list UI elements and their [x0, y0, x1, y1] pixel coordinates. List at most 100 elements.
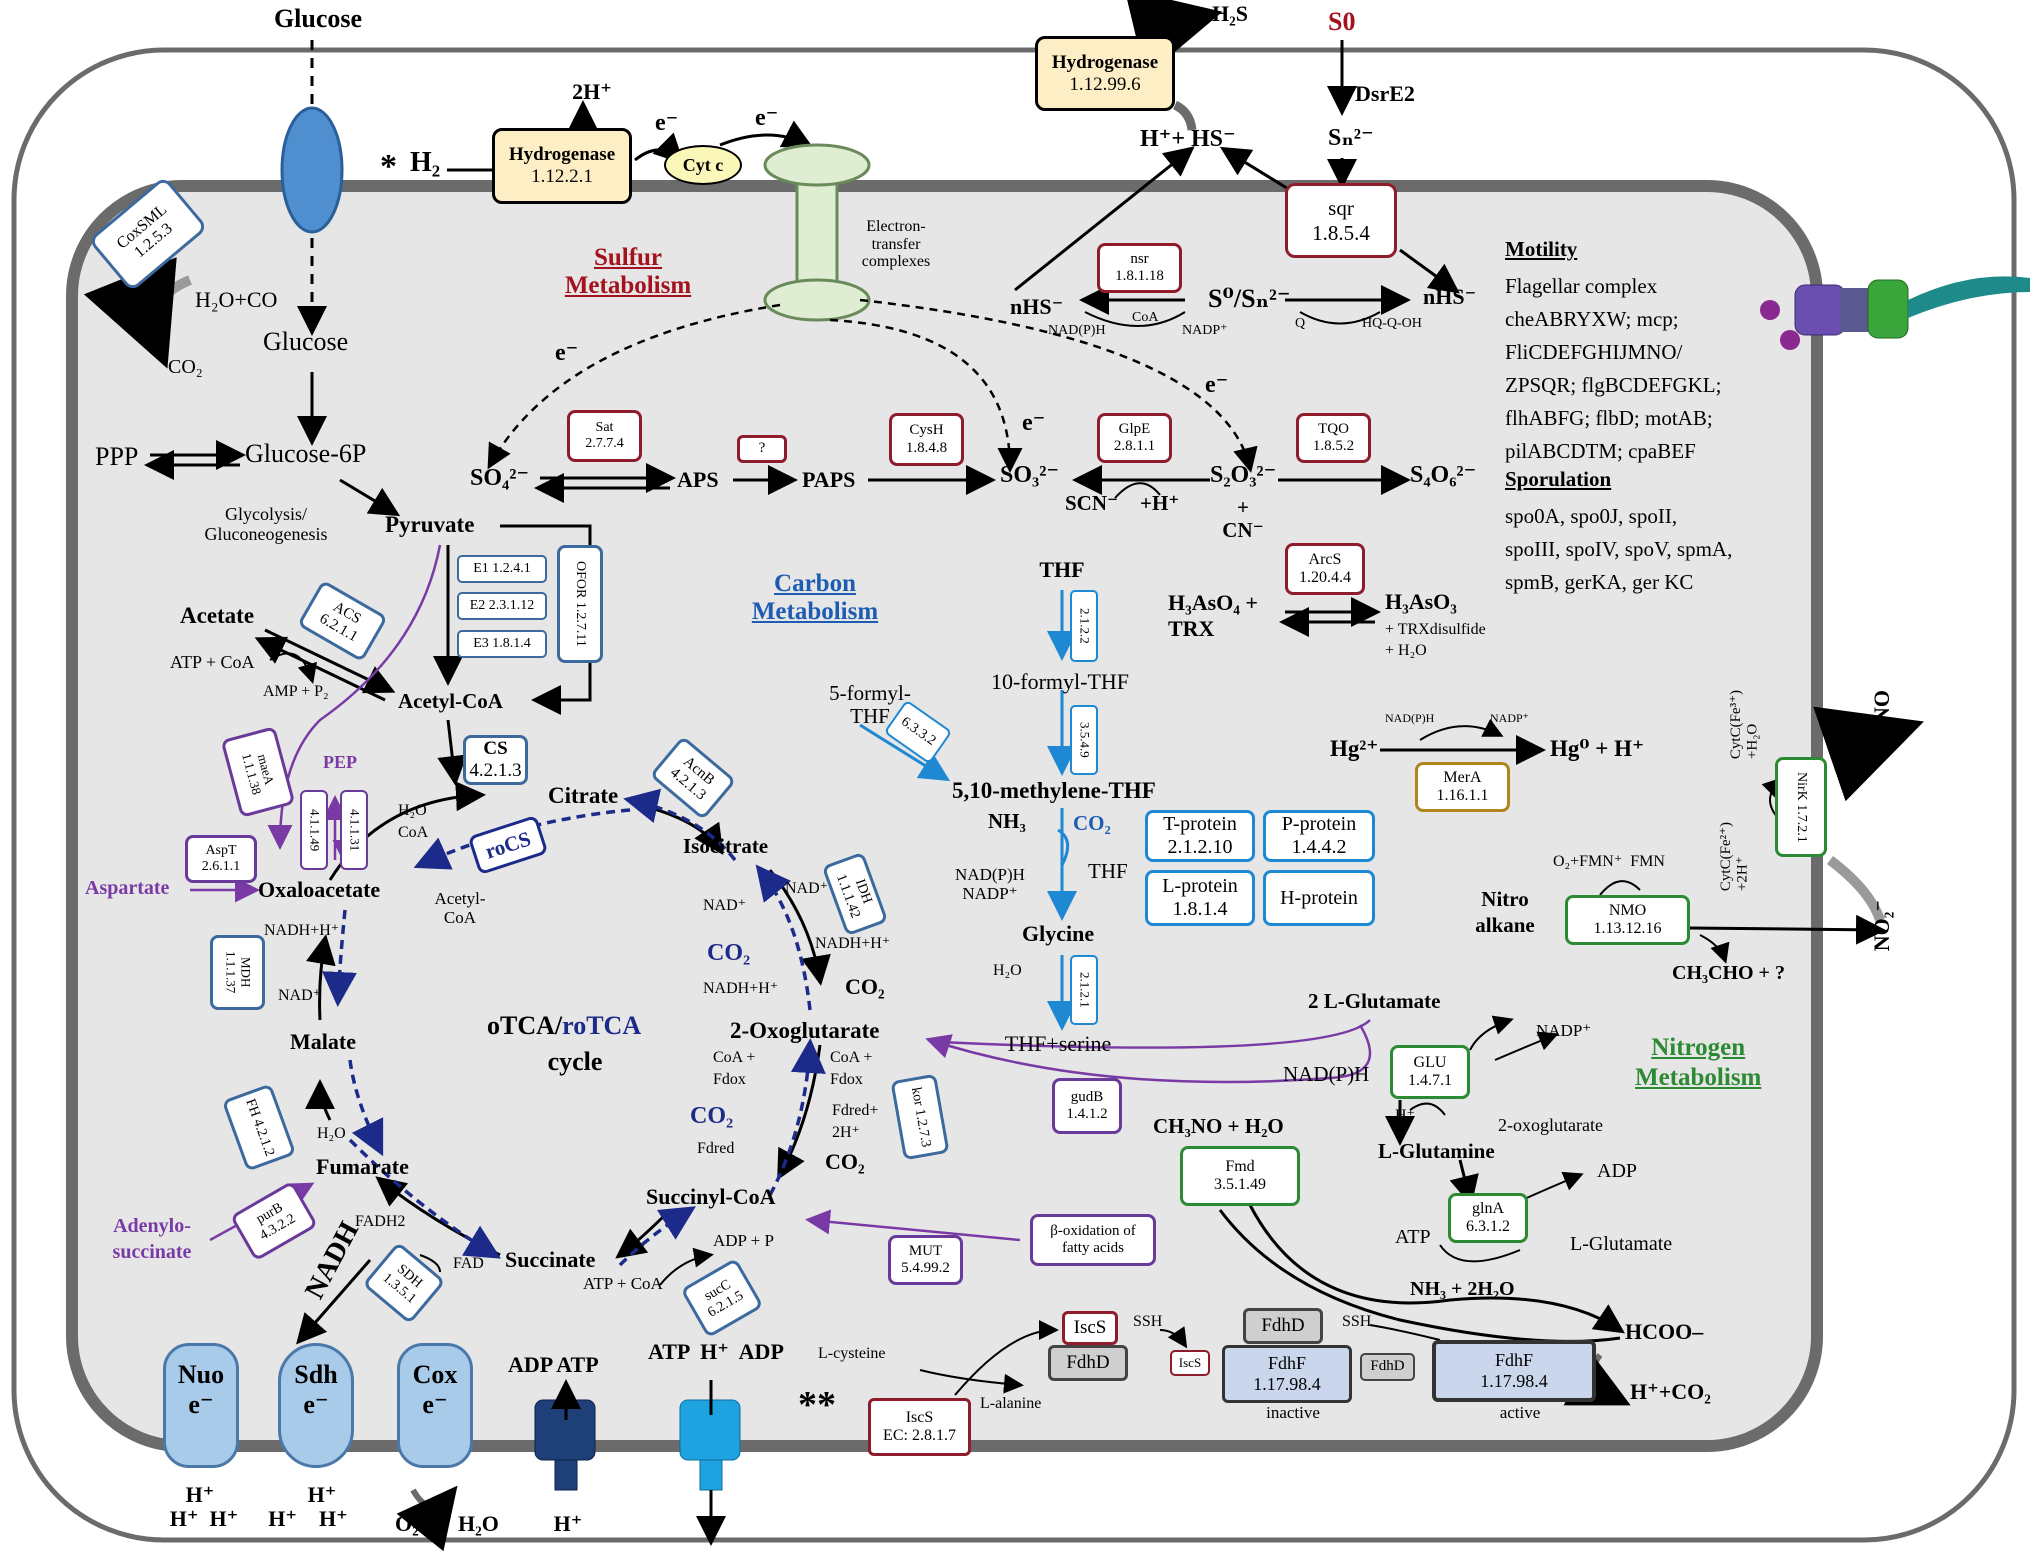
formyl-5-thf: 5-formyl- THF — [829, 681, 911, 729]
glucose-6p: Glucose-6P — [245, 439, 367, 468]
enzyme-4149-ec: 4.1.1.49 — [307, 808, 323, 852]
etc-top — [763, 143, 871, 187]
tqo-ec: 1.8.5.2 — [1312, 438, 1355, 454]
iscs-complex-label: IscS — [1073, 1317, 1107, 1339]
ppp: PPP — [95, 442, 139, 471]
glpe-enzyme: GlpE 2.8.1.1 — [1097, 413, 1172, 463]
motility-line: FliCDEFGHIJMNO/ — [1505, 340, 1683, 364]
arcs-enzyme: ArcS 1.20.4.4 — [1285, 543, 1365, 595]
succinyl-coa: Succinyl-CoA — [646, 1184, 776, 1209]
l-protein-ec: 1.8.1.4 — [1172, 898, 1228, 920]
o2-fmn: O₂+FMN⁺ FMN — [1553, 853, 1665, 870]
adp-glna: ADP — [1597, 1160, 1638, 1182]
cycle-label: cycle — [547, 1047, 603, 1076]
s0-label: S0 — [1328, 7, 1356, 36]
nirk-ec: 1.7.2.1 — [1794, 803, 1810, 843]
unknown-label: ? — [758, 440, 766, 457]
nadph-sulfur: NAD(P)H — [1048, 323, 1106, 338]
no-label: NO — [1869, 690, 1894, 723]
glpe-ec: 2.8.1.1 — [1113, 438, 1156, 454]
unknown-enzyme: ? — [737, 435, 787, 463]
rocs-name: roCS — [482, 826, 534, 864]
acetate: Acetate — [180, 603, 255, 628]
co2-kor: CO₂ — [825, 1149, 865, 1174]
sporulation-line: spoIII, spoIV, spoV, spmA, — [1505, 537, 1733, 561]
electron-5: e⁻ — [1205, 372, 1229, 398]
acetyl-coa-rocs: Acetyl- CoA — [434, 889, 486, 927]
sdh-complex-label: Sdh — [294, 1360, 338, 1389]
aps: APS — [677, 467, 719, 492]
adenylosuccinate: Adenylo- succinate — [112, 1215, 192, 1263]
mdh-enzyme: MDH 1.1.1.37 — [210, 935, 265, 1010]
fdhf-inactive: FdhF 1.17.98.4 — [1222, 1345, 1352, 1403]
h2o-glycine: H₂O — [993, 962, 1022, 979]
ch3no: CH₃NO + H₂O — [1153, 1114, 1284, 1138]
tqo-name: TQO — [1318, 420, 1349, 437]
o2-cox: O₂ — [395, 1511, 419, 1536]
l-glutamine: L-Glutamine — [1378, 1139, 1495, 1163]
maea-text: maeA 1.1.1.38 — [234, 732, 282, 811]
p-protein-ec: 1.4.4.2 — [1291, 836, 1347, 858]
cox-label: Cox — [412, 1360, 458, 1389]
mdh-text: MDH 1.1.1.37 — [223, 938, 254, 1007]
2-oxoglutarate: 2-Oxoglutarate — [730, 1018, 880, 1043]
cytochrome-c-label: Cyt c — [682, 154, 724, 175]
e3-enzyme: E3 1.8.1.4 — [457, 630, 547, 658]
enzyme-2121-ec: 2.1.2.1 — [1077, 972, 1093, 1008]
h-plus-scn: +H⁺ — [1140, 491, 1180, 515]
enzyme-2121: 2.1.2.1 — [1070, 955, 1098, 1025]
nadp-mera: NADP⁺ — [1490, 711, 1530, 725]
pep: PEP — [323, 752, 357, 772]
s0-sn-label: S⁰/Sₙ²⁻ — [1208, 284, 1291, 313]
fdhd-3-label: FdhD — [1370, 1358, 1405, 1375]
aspartate: Aspartate — [85, 877, 170, 899]
h-plus-nuo-2: H⁺ H⁺ — [169, 1506, 239, 1531]
formyl-10-thf: 10-formyl-THF — [990, 669, 1130, 694]
glucose-top: Glucose — [273, 4, 363, 33]
mera-name: MerA — [1443, 768, 1482, 786]
so4: SO₄²⁻ — [470, 465, 530, 491]
h2o-coa: H₂O CoA — [398, 802, 429, 841]
glucose-transporter — [280, 106, 344, 234]
fdhf-active-name: FdhF — [1494, 1350, 1534, 1371]
atp-glna: ATP — [1395, 1226, 1431, 1248]
fumarate: Fumarate — [316, 1154, 409, 1179]
arcs-name: ArcS — [1308, 550, 1342, 568]
sdh-electron: e⁻ — [303, 1390, 329, 1419]
sat-name: Sat — [595, 419, 614, 435]
ssh-1: SSH — [1133, 1313, 1163, 1330]
atp-coa: ATP + CoA — [170, 652, 255, 672]
sn2-label: Sₙ²⁻ — [1328, 125, 1374, 151]
coa-sulfur: CoA — [1132, 310, 1159, 325]
iscs-small-label: IscS — [1178, 1354, 1202, 1370]
glna-ec: 6.3.1.2 — [1466, 1218, 1510, 1235]
fdhf-inactive-name: FdhF — [1267, 1353, 1307, 1374]
p-protein: P-protein 1.4.4.2 — [1263, 810, 1375, 862]
etc-bottom — [763, 278, 871, 322]
nitroalkane: Nitro alkane — [1475, 887, 1535, 938]
glucose-inside: Glucose — [263, 327, 349, 356]
flagellar-motor — [1760, 276, 2030, 350]
nmo-ec: 1.13.12.16 — [1593, 920, 1662, 937]
nirk-name: NirK — [1794, 771, 1810, 801]
s4o6: S₄O₆²⁻ — [1410, 462, 1477, 488]
h-hs-label: H⁺+ HS⁻ — [1140, 126, 1236, 152]
fdhd-2: FdhD — [1243, 1308, 1323, 1344]
fdhf-inactive-ec: 1.17.98.4 — [1253, 1374, 1321, 1394]
fmd-name: Fmd — [1225, 1157, 1255, 1175]
tqo-enzyme: TQO 1.8.5.2 — [1296, 413, 1371, 463]
gudb-name: gudB — [1070, 1088, 1104, 1105]
sporulation-list: spo0A, spo0J, spoII, spoIII, spoIV, spoV… — [1505, 500, 1732, 599]
thf-enzyme: 2.1.2.2 — [1070, 590, 1098, 662]
fdhd-1-label: FdhD — [1066, 1352, 1110, 1374]
nmo-enzyme: NMO 1.13.12.16 — [1565, 895, 1690, 945]
fdred-right: Fdred+ 2H⁺ — [832, 1102, 879, 1141]
inactive-label: inactive — [1266, 1403, 1320, 1422]
h2o-co: H₂O+CO — [195, 287, 278, 312]
p-protein-name: P-protein — [1281, 813, 1357, 835]
so3: SO₃²⁻ — [1000, 462, 1060, 488]
nh3-2h2o: NH₃ + 2H₂O — [1410, 1278, 1515, 1300]
kor-name: kor — [907, 1085, 926, 1107]
nirk-enzyme: NirK 1.7.2.1 — [1775, 757, 1827, 857]
